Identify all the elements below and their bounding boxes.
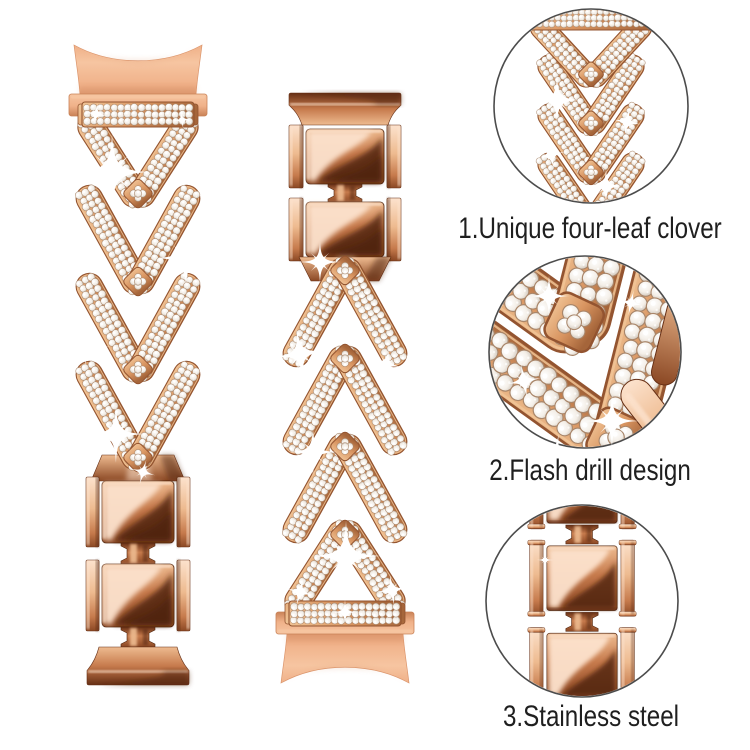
callout-border <box>488 255 682 449</box>
callout-border <box>485 504 679 698</box>
callout-border <box>493 8 689 204</box>
callout-circle-chevron-links <box>493 8 689 204</box>
pave-chevron-chain <box>73 101 202 473</box>
caption-unique-four-leaf-clover: 1.Unique four-leaf clover <box>458 212 722 245</box>
steel-link-chain <box>85 454 191 686</box>
watch-band-center-view <box>276 92 414 683</box>
steel-link-chain <box>288 92 402 282</box>
callout-circle-steel-links <box>485 504 679 698</box>
watch-band-left-view <box>68 44 208 686</box>
caption-flash-drill-design: 2.Flash drill design <box>489 454 691 487</box>
caption-stainless-steel: 3.Stainless steel <box>502 700 680 733</box>
